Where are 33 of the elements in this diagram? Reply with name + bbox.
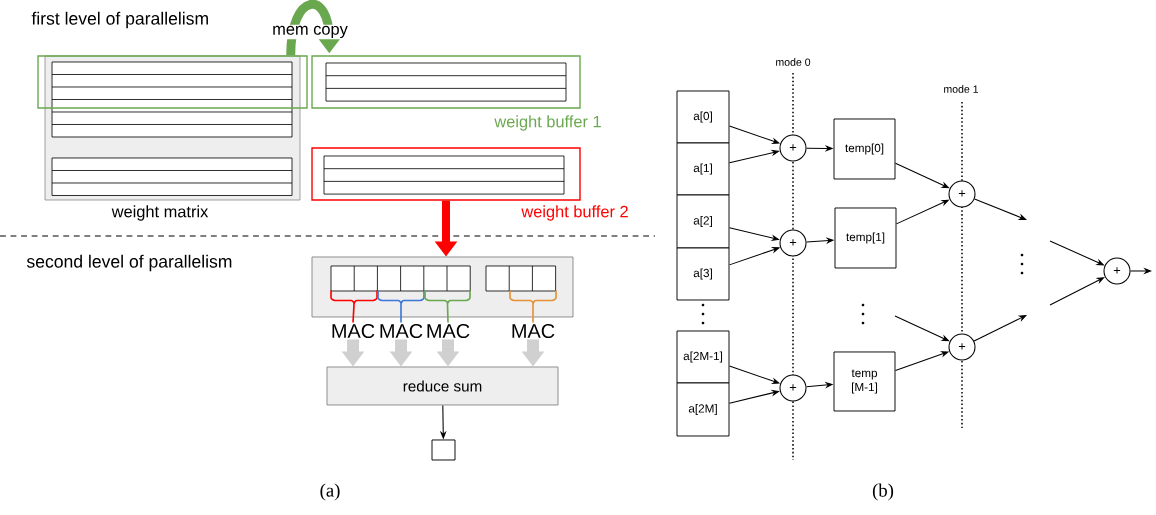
caption-text: mode 1 — [944, 85, 979, 93]
temp-box: temp[1] — [834, 207, 897, 269]
array-cell: a[1] — [676, 142, 730, 196]
array-cell: a[3] — [676, 247, 730, 301]
arrow — [974, 198, 1027, 220]
caption-text: (a) — [320, 483, 340, 501]
array-cell: a[0] — [676, 90, 730, 144]
brace-connector — [330, 289, 378, 324]
box-label: weight buffer 2 — [521, 205, 628, 221]
mac-label: MAC — [427, 323, 470, 339]
caption-text: second level of parallelism — [26, 254, 232, 272]
output-box — [431, 439, 456, 461]
caption-text: mode 0 — [776, 58, 811, 66]
box-label: weight matrix — [111, 205, 209, 221]
mac-label: MAC — [332, 323, 375, 339]
temp-box: temp [M-1] — [833, 351, 896, 412]
box-label: weight buffer 1 — [494, 115, 601, 131]
array-cell: a[2M-1] — [676, 330, 730, 384]
array-cell: a[2] — [676, 194, 730, 249]
edge-label: mem copy — [273, 25, 348, 39]
array-cell: a[2M] — [676, 382, 730, 437]
temp-box: temp[0] — [833, 118, 896, 180]
arrow — [973, 315, 1027, 342]
caption-text: (b) — [872, 483, 894, 501]
caption-text: first level of parallelism — [31, 11, 208, 29]
mac-label: MAC — [380, 323, 423, 339]
brace-connector — [377, 289, 425, 324]
copy-arrow — [286, 0, 341, 56]
brace-connector — [424, 289, 471, 324]
brace-connector — [509, 289, 557, 324]
arrow — [1049, 277, 1105, 306]
mac-label: MAC — [512, 323, 555, 339]
reduce-box: reduce sum — [326, 366, 559, 406]
